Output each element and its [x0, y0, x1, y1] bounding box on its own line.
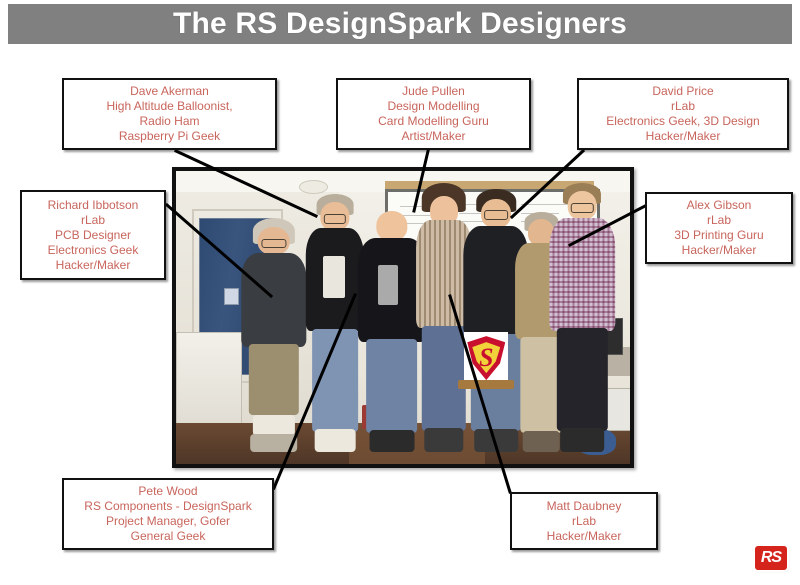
- award-letter: S: [479, 343, 494, 373]
- callout-matt-daubney[interactable]: Matt Daubney rLab Hacker/Maker: [510, 492, 658, 550]
- callout-line: RS Components - DesignSpark: [84, 499, 252, 513]
- callout-line: Electronics Geek: [47, 242, 139, 257]
- superman-award: S: [458, 332, 515, 390]
- callout-line: Electronics Geek, 3D Design: [606, 114, 760, 128]
- callout-line: Hacker/Maker: [645, 129, 721, 143]
- callout-line: General Geek: [130, 529, 206, 543]
- callout-line: Jude Pullen: [402, 84, 465, 98]
- callout-richard-ibbotson[interactable]: Richard Ibbotson rLab PCB Designer Elect…: [20, 190, 166, 280]
- callout-david-price[interactable]: David Price rLab Electronics Geek, 3D De…: [577, 78, 789, 150]
- title-bar: The RS DesignSpark Designers: [8, 4, 792, 44]
- page-title: The RS DesignSpark Designers: [172, 7, 628, 40]
- callout-line: rLab: [571, 513, 597, 528]
- callout-line: Hacker/Maker: [681, 243, 757, 257]
- photo-person-1: [240, 217, 308, 453]
- callout-line: Card Modelling Guru: [378, 114, 489, 128]
- callout-line: rLab: [706, 213, 732, 227]
- callout-jude-pullen[interactable]: Jude Pullen Design Modelling Card Modell…: [336, 78, 531, 150]
- rs-logo: RS: [755, 546, 787, 570]
- photo-person-6: [512, 212, 571, 453]
- callout-line: Hacker/Maker: [55, 257, 131, 272]
- award-wooden-base: [458, 380, 515, 390]
- callout-line: Artist/Maker: [401, 129, 466, 143]
- callout-line: Project Manager, Gofer: [105, 514, 231, 528]
- callout-line: Richard Ibbotson: [47, 197, 139, 212]
- callout-line: Pete Wood: [138, 484, 198, 498]
- callout-pete-wood[interactable]: Pete Wood RS Components - DesignSpark Pr…: [62, 478, 274, 550]
- photo-person-3: [357, 206, 426, 453]
- callout-line: rLab: [670, 99, 696, 113]
- callout-line: Alex Gibson: [686, 198, 752, 212]
- callout-line: High Altitude Balloonist,: [106, 99, 233, 113]
- group-photo: S: [172, 167, 634, 468]
- rs-logo-text: RS: [760, 549, 782, 566]
- callout-line: Radio Ham: [139, 114, 200, 128]
- callout-line: Dave Akerman: [130, 84, 209, 98]
- callout-line: rLab: [80, 212, 106, 227]
- callout-line: Matt Daubney: [546, 498, 622, 513]
- callout-line: Hacker/Maker: [546, 528, 622, 543]
- callout-dave-akerman[interactable]: Dave Akerman High Altitude Balloonist, R…: [62, 78, 277, 150]
- callout-line: Design Modelling: [387, 99, 480, 113]
- callout-line: David Price: [652, 84, 714, 98]
- callout-line: PCB Designer: [54, 227, 132, 242]
- photo-door-sign: [223, 288, 240, 305]
- photo-whiteboard-rail: [384, 181, 594, 193]
- callout-line: Raspberry Pi Geek: [118, 129, 221, 143]
- callout-alex-gibson[interactable]: Alex Gibson rLab 3D Printing Guru Hacker…: [645, 192, 793, 264]
- photo-smoke-detector-icon: [298, 179, 328, 194]
- photo-person-7: [548, 182, 616, 453]
- callout-line: 3D Printing Guru: [674, 228, 764, 242]
